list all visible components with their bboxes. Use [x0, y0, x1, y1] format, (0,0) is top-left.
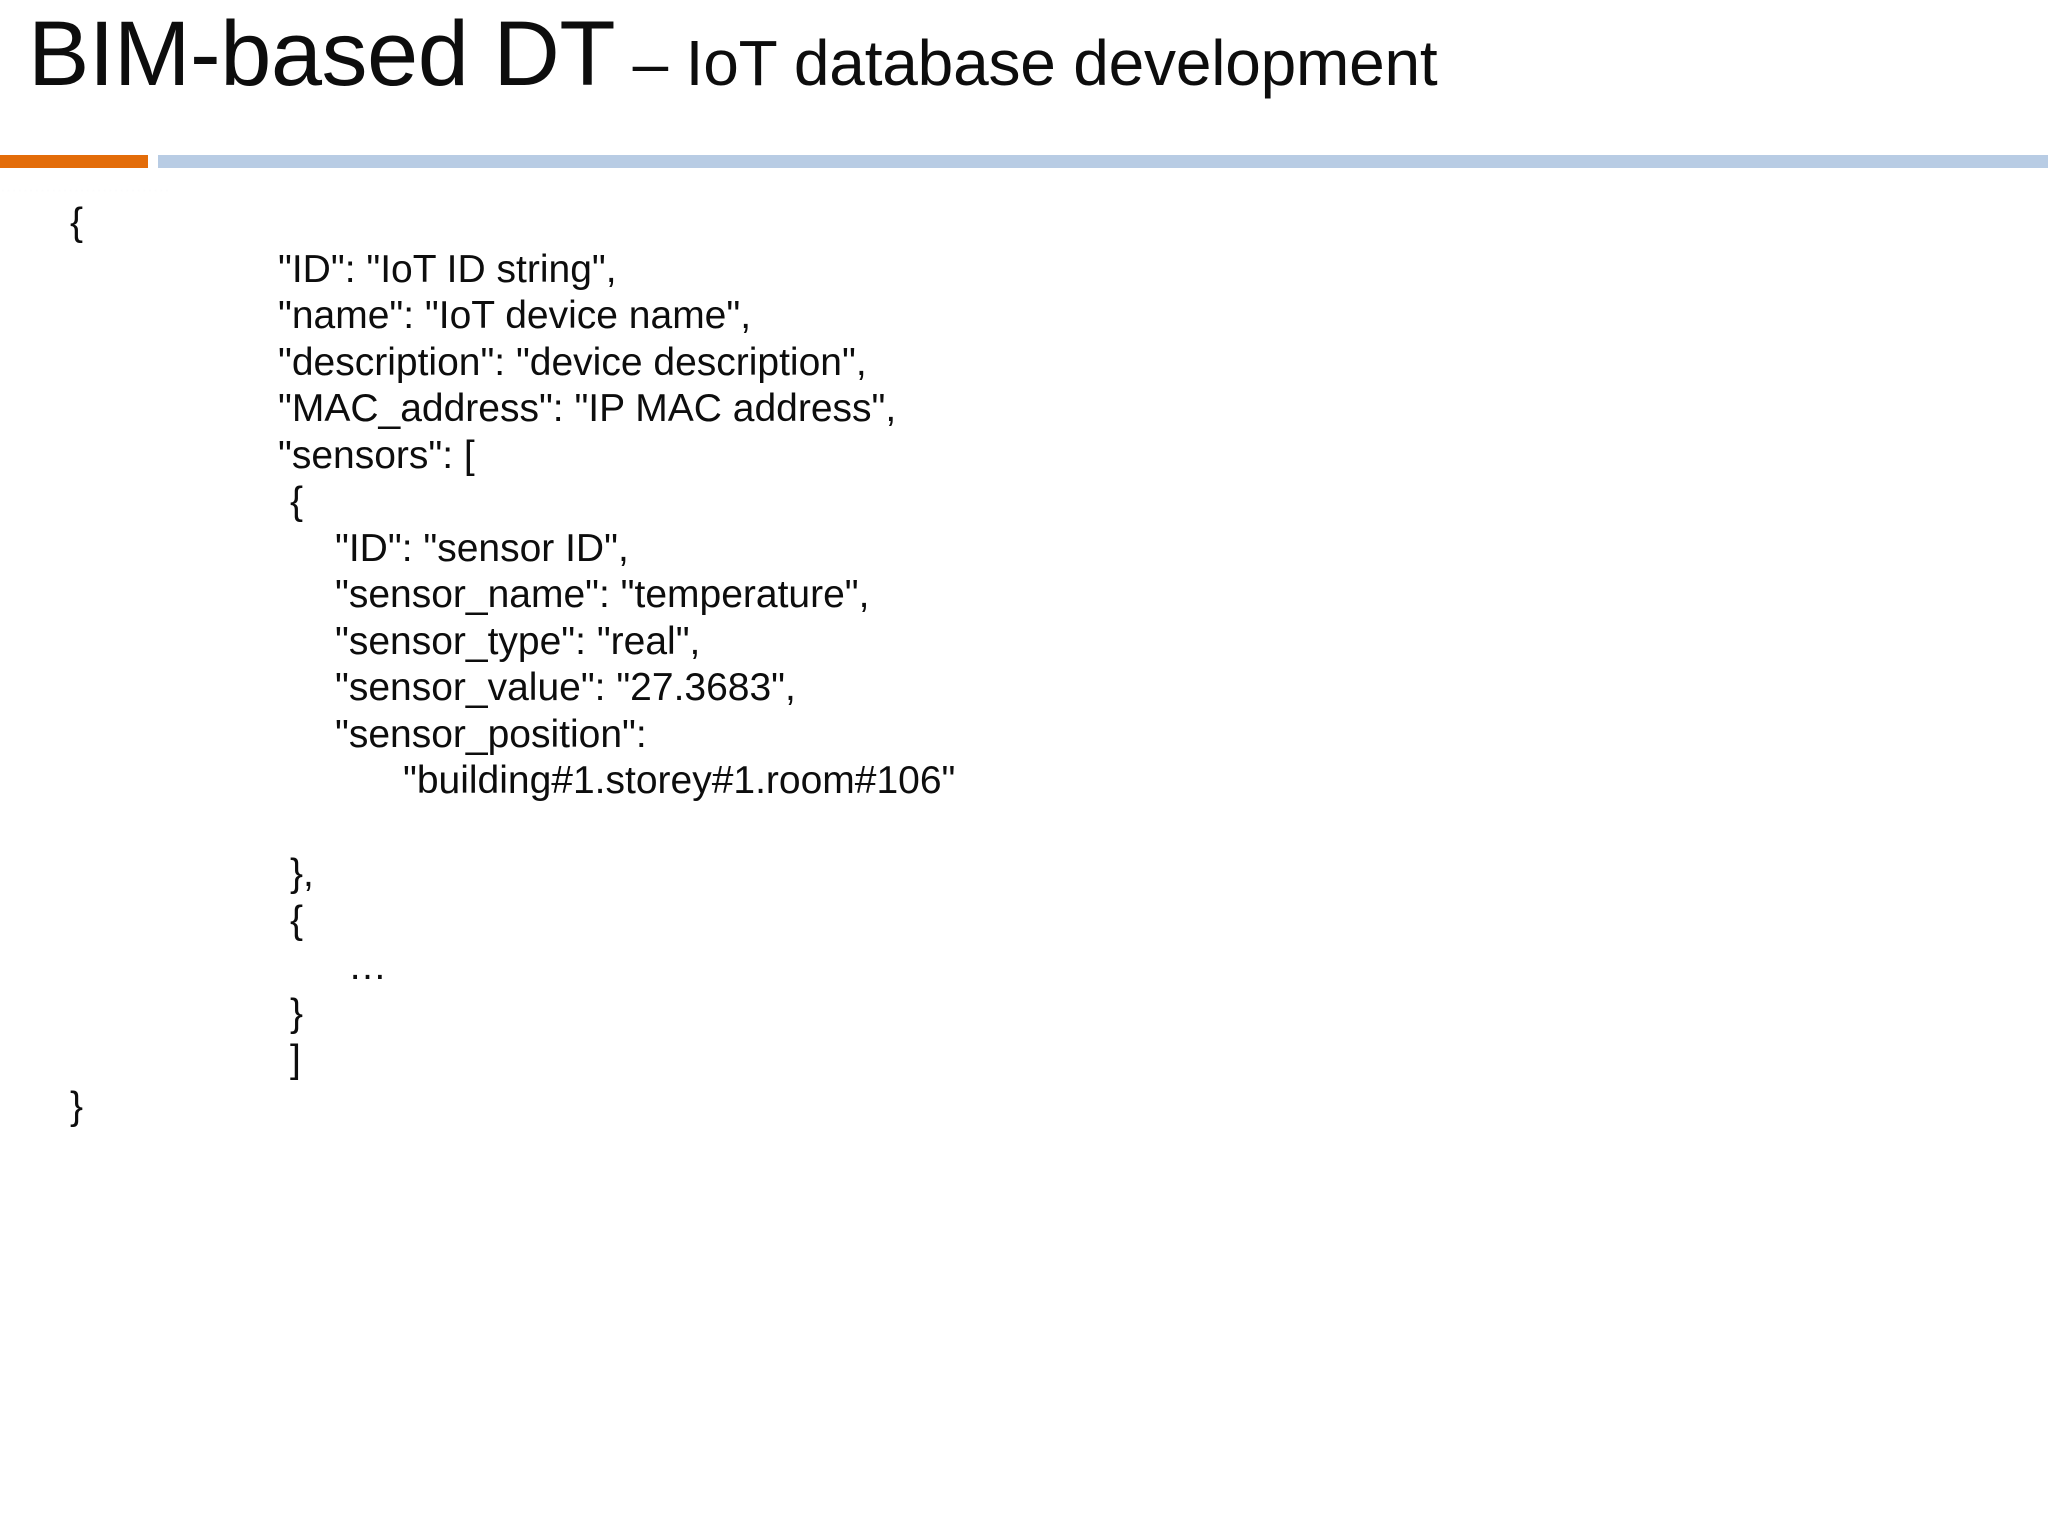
code-line: "sensor_type": "real",	[0, 619, 2048, 666]
code-line: }	[0, 1084, 2048, 1131]
code-line-text: "MAC_address": "IP MAC address",	[278, 387, 897, 430]
code-line: "MAC_address": "IP MAC address",	[0, 386, 2048, 433]
code-line: "ID": "sensor ID",	[0, 526, 2048, 573]
code-line-text: }	[290, 991, 304, 1035]
page-title: BIM-based DT – IoT database development	[28, 8, 2018, 138]
accent-rule-orange	[0, 155, 148, 168]
code-line-text: {	[290, 480, 304, 523]
code-line-text: "name": "IoT device name",	[278, 294, 752, 337]
code-line: {	[0, 479, 2048, 526]
code-line-text: "sensors": [	[278, 433, 475, 477]
code-line: "sensor_position":	[0, 712, 2048, 759]
code-line-text: "sensor_type": "real",	[335, 619, 701, 663]
json-code-listing: { "ID": "IoT ID string","name": "IoT devi…	[0, 200, 2048, 1130]
accent-rule-blue	[158, 155, 2048, 168]
code-line-text: "description": "device description",	[278, 340, 867, 384]
code-line-text: "ID": "IoT ID string",	[278, 247, 617, 291]
code-line: ]	[0, 1037, 2048, 1084]
code-line: "sensor_name": "temperature",	[0, 572, 2048, 619]
code-line-text: ]	[290, 1038, 301, 1081]
code-line: {	[0, 200, 2048, 247]
code-line-text: "building#1.storey#1.room#106"	[403, 759, 956, 802]
code-line-text: }	[70, 1084, 84, 1128]
code-line: "building#1.storey#1.room#106"	[0, 758, 2048, 805]
code-line-text: "sensor_value": "27.3683",	[335, 666, 796, 709]
code-line: {	[0, 898, 2048, 945]
code-line: },	[0, 851, 2048, 898]
code-line: "sensors": [	[0, 433, 2048, 480]
code-line-text: "sensor_name": "temperature",	[335, 573, 870, 616]
code-line-text: "sensor_position":	[335, 712, 647, 756]
code-line: "name": "IoT device name",	[0, 293, 2048, 340]
code-line: }	[0, 991, 2048, 1038]
code-line: "description": "device description",	[0, 340, 2048, 387]
code-line-spacer	[0, 805, 2048, 852]
faint-artifact-row: ······························	[0, 180, 170, 199]
code-line-text: },	[290, 852, 314, 895]
code-line: "ID": "IoT ID string",	[0, 247, 2048, 294]
code-line-text: {	[290, 898, 304, 942]
code-line: …	[0, 944, 2048, 991]
code-line-text: …	[348, 945, 387, 988]
code-line: "sensor_value": "27.3683",	[0, 665, 2048, 712]
code-line-text: "ID": "sensor ID",	[335, 526, 629, 570]
code-line-text: {	[70, 201, 84, 244]
title-main-text: BIM-based DT	[28, 3, 616, 105]
title-subtitle-text: – IoT database development	[615, 27, 1438, 99]
